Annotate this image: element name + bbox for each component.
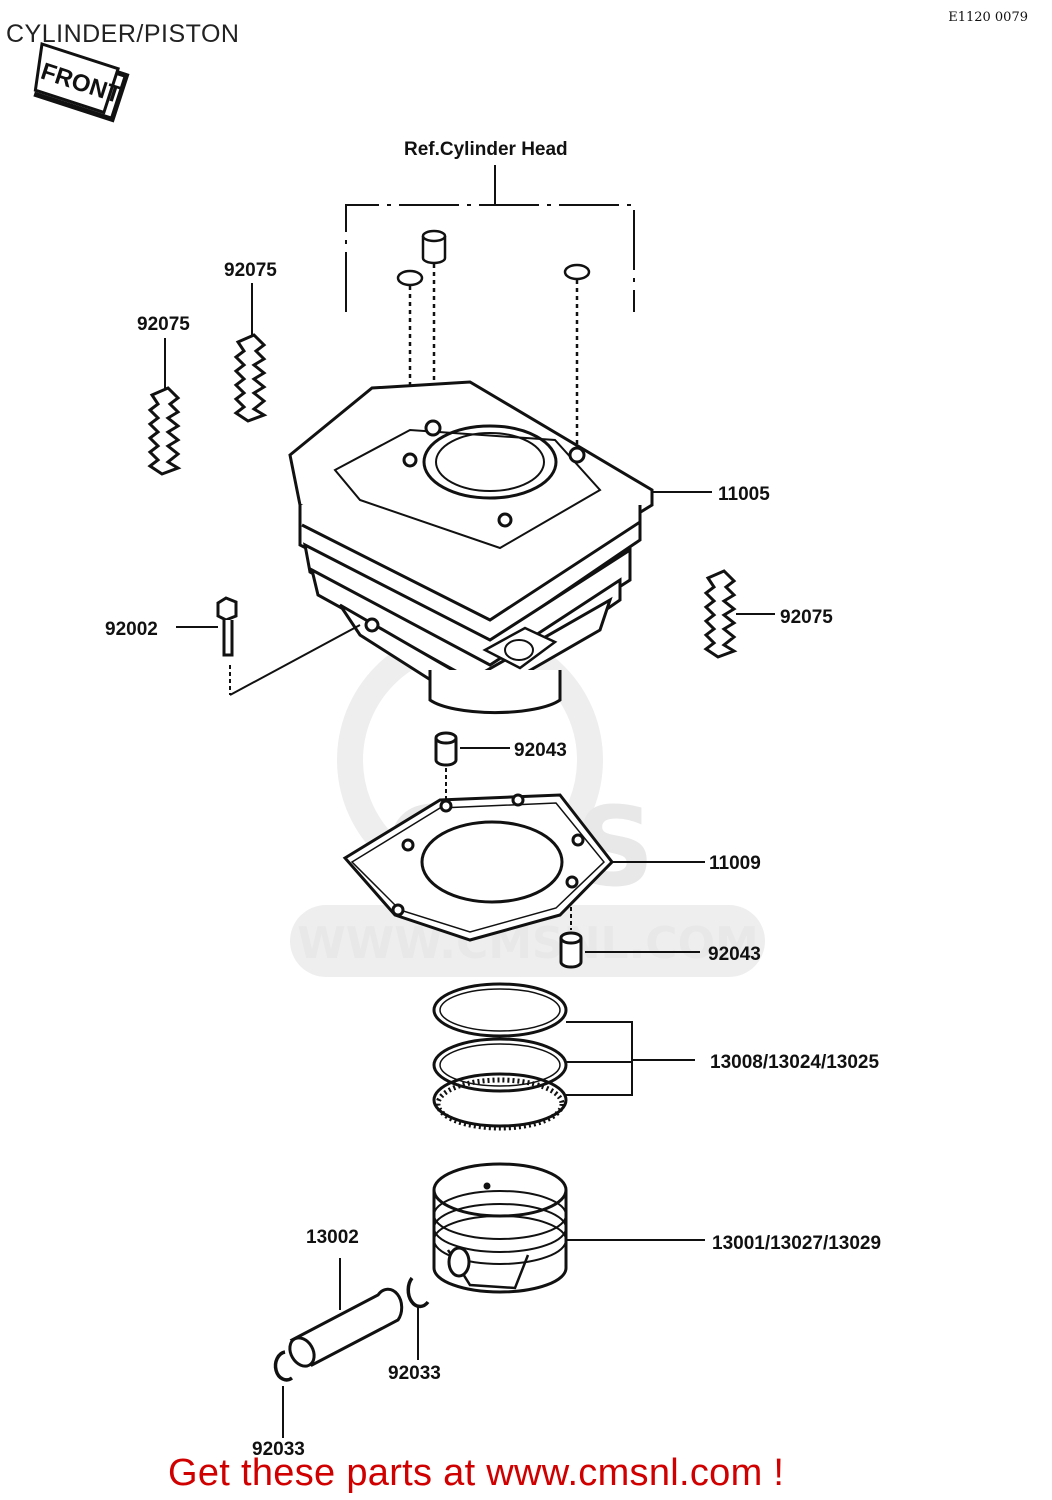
- label-snap-ring-left: 92033: [252, 1439, 305, 1460]
- ref-cylinder-head-label: Ref.Cylinder Head: [404, 139, 568, 160]
- snap-ring-left: [273, 1350, 294, 1438]
- watermark-url: WWW.CMSNL.COM: [297, 918, 759, 969]
- diagram-code: E1120 0079: [948, 10, 1028, 25]
- label-damper-left: 92075: [137, 314, 190, 335]
- label-damper-right: 92075: [780, 607, 833, 628]
- cylinder-bolt: [216, 596, 361, 696]
- damper-rubber-right: [703, 569, 738, 659]
- label-piston-pin: 13002: [306, 1227, 359, 1248]
- label-piston: 13001/13027/13029: [712, 1233, 881, 1254]
- piston-pin: [288, 1258, 404, 1368]
- dowel-pin-bottom: [559, 900, 583, 969]
- label-dowel-pin-top: 92043: [514, 740, 567, 761]
- cylinder-block: [288, 380, 654, 715]
- label-dowel-pin-bottom: 92043: [708, 944, 761, 965]
- ref-cylinder-head-bracket: [345, 165, 635, 312]
- front-direction-tag: FRONT: [33, 42, 130, 123]
- page-title: CYLINDER/PISTON: [6, 20, 240, 48]
- get-parts-link[interactable]: Get these parts at www.cmsnl.com !: [168, 1452, 785, 1494]
- damper-rubber-center: [233, 333, 268, 423]
- label-damper-center: 92075: [224, 260, 277, 281]
- label-snap-ring-right: 92033: [388, 1363, 441, 1384]
- snap-ring-right: [406, 1276, 430, 1360]
- damper-rubber-left: [147, 386, 182, 476]
- head-dowel-and-orings: [396, 229, 591, 455]
- piston-ring-set: [432, 982, 568, 1131]
- label-cylinder: 11005: [718, 484, 770, 505]
- label-piston-ring-set: 13008/13024/13025: [710, 1052, 879, 1073]
- ring-set-bracket: [566, 1021, 695, 1096]
- dowel-pin-top: [434, 731, 458, 800]
- piston: [432, 1162, 568, 1294]
- label-cylinder-gasket: 11009: [709, 853, 761, 874]
- cylinder-base-gasket: [342, 793, 614, 942]
- leader-lines: [164, 283, 775, 953]
- label-bolt: 92002: [105, 619, 158, 640]
